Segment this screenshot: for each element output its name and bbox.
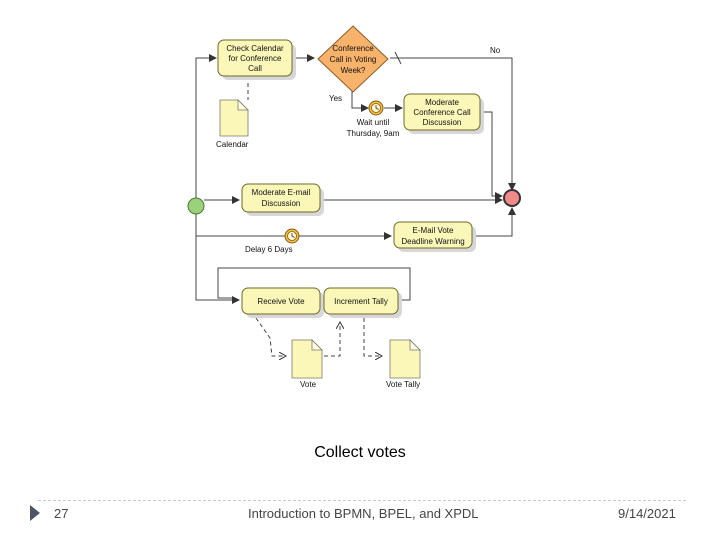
document-icon-calendar: Calendar bbox=[216, 99, 249, 149]
page-number: 27 bbox=[54, 506, 69, 521]
task-label: Receive Vote bbox=[257, 297, 305, 306]
task-label: Increment Tally bbox=[334, 297, 388, 306]
timer-delay-label: Delay 6 Days bbox=[245, 245, 293, 254]
document-label: Calendar bbox=[216, 140, 249, 149]
flow-conf-call-to-end bbox=[484, 111, 503, 200]
document-label: Vote Tally bbox=[386, 380, 420, 389]
task-label: Deadline Warning bbox=[401, 237, 464, 246]
footer-divider bbox=[38, 500, 686, 501]
start-event bbox=[187, 197, 205, 215]
task-label: Moderate bbox=[425, 98, 459, 107]
slide-caption: Collect votes bbox=[314, 444, 406, 461]
gateway-label: Week? bbox=[341, 66, 366, 75]
flow-gateway-no bbox=[390, 57, 516, 191]
clock-icon bbox=[368, 100, 384, 116]
gateway-label: Call in Voting bbox=[330, 55, 377, 64]
bullet-arrow-icon bbox=[30, 505, 40, 521]
task-check-calendar: Check Calendar for Conference Call bbox=[217, 39, 296, 80]
flow-loop-back bbox=[217, 267, 411, 301]
assoc-increment-to-tally bbox=[363, 318, 382, 356]
footer-title: Introduction to BPMN, BPEL, and XPDL bbox=[248, 506, 479, 521]
document-label: Vote bbox=[300, 380, 317, 389]
task-label: Conference Call bbox=[413, 108, 471, 117]
task-label: Check Calendar bbox=[226, 44, 284, 53]
end-event bbox=[503, 189, 521, 207]
task-email-vote-deadline-warning: E-Mail Vote Deadline Warning bbox=[393, 221, 476, 252]
timer-wait-label: Wait until bbox=[357, 118, 390, 127]
task-label: Call bbox=[248, 64, 262, 73]
flow-warning-to-end bbox=[476, 207, 516, 237]
gateway-conference-call: Conference Call in Voting Week? bbox=[317, 25, 389, 93]
task-moderate-conference-call: Moderate Conference Call Discussion bbox=[403, 93, 484, 134]
task-label: Discussion bbox=[262, 199, 301, 208]
clock-icon bbox=[284, 228, 300, 244]
footer-date: 9/14/2021 bbox=[618, 506, 676, 521]
process-diagram: Check Calendar for Conference Call Moder… bbox=[187, 25, 521, 389]
flow-gateway-yes bbox=[351, 90, 369, 112]
document-icon-vote-tally: Vote Tally bbox=[386, 339, 421, 389]
task-label: Discussion bbox=[423, 118, 462, 127]
task-label: E-Mail Vote bbox=[413, 226, 454, 235]
task-increment-tally: Increment Tally bbox=[323, 287, 402, 318]
flow-start-to-check-calendar bbox=[195, 54, 217, 200]
assoc-vote-to-increment bbox=[324, 322, 340, 357]
gateway-no-label: No bbox=[490, 46, 501, 55]
flow-start-to-receive-vote bbox=[195, 208, 240, 304]
task-label: for Conference bbox=[229, 54, 282, 63]
document-icon-vote: Vote bbox=[291, 339, 323, 389]
timer-wait-label: Thursday, 9am bbox=[347, 129, 400, 138]
gateway-label: Conference bbox=[332, 44, 374, 53]
gateway-yes-label: Yes bbox=[329, 94, 342, 103]
task-moderate-email-discussion: Moderate E-mail Discussion bbox=[241, 183, 324, 216]
assoc-receive-to-vote bbox=[255, 317, 286, 356]
task-label: Moderate E-mail bbox=[252, 188, 311, 197]
task-receive-vote: Receive Vote bbox=[241, 287, 324, 318]
default-flow-slash bbox=[394, 51, 402, 65]
